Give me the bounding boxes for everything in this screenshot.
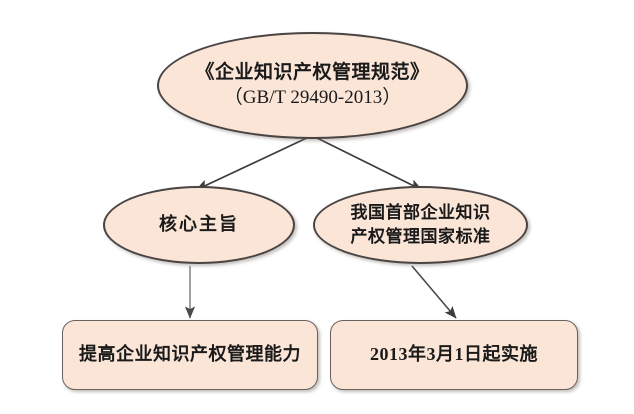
node-first-national-standard[interactable]: 我国首部企业知识 产权管理国家标准	[313, 186, 528, 264]
node-capability-label: 提高企业知识产权管理能力	[79, 344, 301, 365]
node-core-purpose-label: 核心主旨	[159, 214, 239, 235]
node-core-purpose[interactable]: 核心主旨	[103, 186, 295, 264]
node-standard[interactable]: 《企业知识产权管理规范》 （GB/T 29490-2013）	[157, 32, 468, 139]
node-standard-code: （GB/T 29490-2013）	[223, 86, 402, 108]
node-capability[interactable]: 提高企业知识产权管理能力	[62, 320, 318, 390]
node-standard-title: 《企业知识产权管理规范》	[195, 62, 430, 84]
edge-standard-to-core	[195, 135, 312, 191]
edge-standard-to-first-national	[312, 135, 423, 191]
node-effective-date-label: 2013年3月1日起实施	[370, 344, 538, 365]
node-effective-date[interactable]: 2013年3月1日起实施	[330, 320, 578, 390]
node-first-national-standard-label: 我国首部企业知识 产权管理国家标准	[350, 203, 491, 246]
edge-first-national-to-effective-date	[411, 265, 457, 319]
